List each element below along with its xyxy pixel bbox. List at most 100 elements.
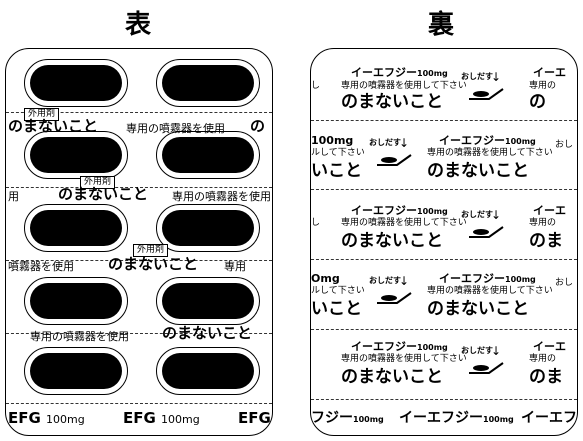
- warning-text: のまないこと: [427, 161, 529, 181]
- warning-text: のま: [529, 367, 563, 387]
- instruction-text: 専用: [224, 260, 246, 273]
- product-name: イーエ: [533, 204, 566, 217]
- warning-text: のまないこと: [341, 231, 443, 251]
- pill-shape-icon: [162, 65, 254, 101]
- pill-shape-icon: [30, 137, 122, 173]
- perforation-line: [311, 120, 577, 121]
- warning-text: のまないこと: [341, 92, 443, 112]
- product-name: イーエフジー100mg: [439, 272, 536, 285]
- perforation-line: [6, 187, 272, 188]
- press-instruction: おしだす ↓: [461, 345, 511, 379]
- press-label: おしだす: [461, 72, 493, 81]
- press-label: おしだす: [369, 276, 401, 285]
- pill-blister: [156, 277, 260, 325]
- perforation-line: [311, 189, 577, 190]
- instruction-text: ルして下さい: [311, 148, 365, 158]
- arrow-down-icon: ↓: [491, 344, 502, 358]
- arrow-down-icon: ↓: [399, 136, 410, 150]
- brand-text: EFG: [238, 409, 271, 427]
- press-instruction: おしだす ↓: [461, 71, 511, 105]
- warning-text: のまないこと: [341, 367, 443, 387]
- back-title: 裏: [428, 10, 455, 40]
- product-name: 100mg: [311, 134, 354, 147]
- instruction-text: 専用の噴霧器を使用: [172, 190, 271, 203]
- instruction-text: 専用の噴霧器を使用して下さい: [341, 81, 467, 91]
- press-device-icon: [469, 226, 504, 238]
- warning-text: いこと: [311, 299, 362, 319]
- warning-text: のまないこと: [427, 299, 529, 319]
- arrow-down-icon: ↓: [491, 70, 502, 84]
- product-name: フジー100mg: [311, 410, 384, 426]
- pill-blister: [24, 131, 128, 179]
- pill-shape-icon: [162, 210, 254, 246]
- warning-text: のま: [529, 231, 563, 251]
- pill-shape-icon: [30, 353, 122, 389]
- press-instruction: おしだす ↓: [369, 137, 419, 171]
- product-name: イーエ: [533, 340, 566, 353]
- press-label: おし: [555, 140, 574, 150]
- pill-blister: [24, 277, 128, 325]
- pill-shape-icon: [30, 283, 122, 319]
- perforation-line: [6, 112, 272, 113]
- warning-text: のまないこと: [8, 117, 99, 135]
- pill-shape-icon: [162, 353, 254, 389]
- arrow-down-icon: ↓: [491, 208, 502, 222]
- product-name: イーエフジー100mg: [351, 66, 448, 79]
- perforation-line: [6, 260, 272, 261]
- instruction-text: 専用の噴霧器を使用して下さい: [341, 218, 467, 228]
- pill-blister: [24, 347, 128, 395]
- warning-text: のまないこと: [108, 255, 199, 273]
- perforation-line: [311, 329, 577, 330]
- instruction-text: 専用の噴霧器を使用して下さい: [427, 148, 553, 158]
- pill-blister: [156, 204, 260, 252]
- press-device-icon: [469, 362, 504, 374]
- product-name: イーエ: [533, 66, 566, 79]
- instruction-text: し: [311, 218, 321, 228]
- press-instruction: おしだす ↓: [461, 209, 511, 243]
- press-device-icon: [377, 292, 412, 304]
- perforation-line: [6, 403, 272, 404]
- product-name: イーエフジー100mg: [351, 204, 448, 217]
- product-name: イーエフジー100mg: [351, 340, 448, 353]
- warning-text: の: [250, 117, 266, 135]
- product-name: イーエフ: [521, 410, 577, 426]
- brand-text: EFG 100mg: [123, 409, 200, 427]
- front-title: 表: [125, 10, 152, 40]
- external-use-label: 外用剤: [133, 244, 169, 257]
- instruction-text: 専用の: [529, 354, 557, 364]
- pill-shape-icon: [162, 137, 254, 173]
- instruction-text: ルして下さい: [311, 286, 365, 296]
- press-label: おしだす: [369, 138, 401, 147]
- press-instruction: おしだす ↓: [369, 275, 419, 309]
- warning-text: の: [529, 92, 546, 112]
- instruction-text: 専用の噴霧器を使用して下さい: [427, 286, 553, 296]
- instruction-text: 用: [8, 190, 19, 203]
- product-name: Omg: [311, 272, 340, 285]
- warning-text: のまないこと: [162, 324, 253, 342]
- instruction-text: 噴霧器を使用: [8, 260, 74, 273]
- front-panel: 外用剤 のまないこと 専用の噴霧器を使用 の 外用剤 用 のまないこと 専用の噴…: [5, 48, 273, 436]
- instruction-text: 専用の: [529, 81, 557, 91]
- pill-blister: [24, 204, 128, 252]
- pill-blister: [156, 131, 260, 179]
- press-device-icon: [469, 88, 504, 100]
- press-label: おし: [555, 278, 574, 288]
- product-name: イーエフジー100mg: [439, 134, 536, 147]
- pill-shape-icon: [30, 210, 122, 246]
- instruction-text: 専用の噴霧器を使用: [30, 330, 129, 343]
- pill-shape-icon: [30, 65, 122, 101]
- product-name: イーエフジー100mg: [399, 410, 514, 426]
- pill-blister: [156, 347, 260, 395]
- press-label: おしだす: [461, 210, 493, 219]
- warning-text: のまないこと: [58, 185, 149, 203]
- instruction-text: し: [311, 81, 321, 91]
- pill-blister: [24, 59, 128, 107]
- warning-text: いこと: [311, 161, 362, 181]
- external-use-label: 外用剤: [80, 176, 116, 189]
- back-panel: イーエフジー100mg 専用の噴霧器を使用して下さい のまないこと し おしだす…: [310, 48, 578, 436]
- press-device-icon: [377, 154, 412, 166]
- perforation-line: [6, 333, 272, 334]
- external-use-label: 外用剤: [24, 108, 60, 121]
- perforation-line: [311, 399, 577, 400]
- perforation-line: [311, 259, 577, 260]
